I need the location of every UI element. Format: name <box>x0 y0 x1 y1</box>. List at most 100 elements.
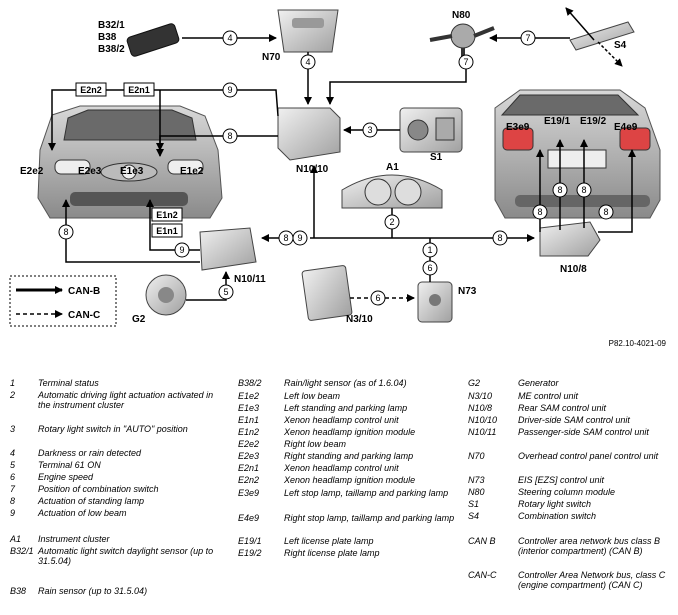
legend-key: G2 <box>468 378 481 388</box>
signal-8-marker-bus: 8 <box>492 230 508 246</box>
eis-control-unit-picture <box>417 281 453 323</box>
label-b38: B38 <box>98 32 117 43</box>
label-b38-2: B38/2 <box>98 44 125 55</box>
box-e1n1: E1n1 <box>151 223 183 238</box>
legend-description: Right stop lamp, taillamp and parking la… <box>284 513 455 523</box>
legend-description: Xenon headlamp control unit <box>284 415 399 425</box>
legend-key: CAN B <box>468 536 496 546</box>
legend-description: Right standing and parking lamp <box>284 451 414 461</box>
label-n10-8: N10/8 <box>560 264 587 275</box>
legend-row: N70 Overhead control panel control unit <box>468 451 672 461</box>
legend-key: E1e2 <box>238 391 260 401</box>
legend-key: E3e9 <box>238 488 260 498</box>
combination-switch-picture <box>565 7 635 67</box>
legend-key: 6 <box>10 472 16 482</box>
signal-8-rear-3: 8 <box>576 182 592 198</box>
legend-description: Rear SAM control unit <box>518 403 607 413</box>
legend-key: CAN-C <box>468 570 497 580</box>
legend-key: S4 <box>468 511 480 521</box>
component-labels: B32/1 B38 B38/2 N70 N80 S4 N10/10 S1 A1 … <box>20 10 638 325</box>
svg-text:8: 8 <box>603 207 608 217</box>
legend-description: Driver-side SAM control unit <box>518 415 630 425</box>
svg-text:8: 8 <box>63 227 68 237</box>
svg-text:6: 6 <box>375 293 380 303</box>
legend-key: E19/2 <box>238 548 262 558</box>
legend-key: 2 <box>10 390 16 400</box>
svg-text:3: 3 <box>367 125 372 135</box>
legend-row: E2e3 Right standing and parking lamp <box>238 451 464 461</box>
legend-description: Passenger-side SAM control unit <box>518 427 649 437</box>
signal-6-marker: 6 <box>422 260 438 276</box>
svg-text:8: 8 <box>227 131 232 141</box>
instrument-cluster-picture <box>341 174 443 209</box>
legend-row: N10/10 Driver-side SAM control unit <box>468 415 672 425</box>
legend-row: G2 Generator <box>468 378 672 388</box>
label-n10-10: N10/10 <box>296 164 329 175</box>
rear-car-picture <box>494 89 661 219</box>
signal-6-marker-b: 6 <box>370 290 386 306</box>
legend-description: Rain sensor (up to 31.5.04) <box>38 586 148 596</box>
passenger-sam-picture <box>199 227 257 271</box>
legend-description: Overhead control panel control unit <box>518 451 659 461</box>
legend-key: 4 <box>10 448 16 458</box>
signal-8-rear-2: 8 <box>552 182 568 198</box>
svg-text:8: 8 <box>557 185 562 195</box>
signal-1-marker: 1 <box>422 242 438 258</box>
legend-key: B38 <box>10 586 27 596</box>
signal-9-marker-left: 9 <box>292 230 308 246</box>
legend-description: Right license plate lamp <box>284 548 380 558</box>
legend-description: Rain/light sensor (as of 1.6.04) <box>284 378 407 388</box>
legend-description: Generator <box>518 378 559 388</box>
legend-description: Right low beam <box>284 439 347 449</box>
legend-description: Instrument cluster <box>38 534 110 544</box>
front-car-picture <box>37 105 223 219</box>
legend-description: Steering column module <box>518 487 616 497</box>
svg-text:E2n1: E2n1 <box>128 85 150 95</box>
label-s4: S4 <box>614 40 627 51</box>
label-e19-1: E19/1 <box>544 116 571 127</box>
legend-key: 1 <box>10 378 16 388</box>
svg-text:9: 9 <box>227 85 232 95</box>
legend-key: E4e9 <box>238 513 260 523</box>
svg-text:5: 5 <box>223 287 228 297</box>
svg-text:7: 7 <box>525 33 530 43</box>
svg-text:2: 2 <box>389 217 394 227</box>
signal-7-marker: 7 <box>520 30 536 46</box>
label-e1e3: E1e3 <box>120 166 144 177</box>
signal-9-marker: 9 <box>222 82 238 98</box>
can-b-legend-label: CAN-B <box>68 286 100 297</box>
legend-key: N70 <box>468 451 485 461</box>
legend-description: Controller Area Network bus, class C (en… <box>518 570 666 590</box>
legend-description: Left stop lamp, taillamp and parking lam… <box>284 488 449 498</box>
legend-description: Terminal status <box>38 378 99 388</box>
steering-column-module-picture <box>429 23 495 58</box>
boxed-labels: E2n2 E2n1 E1n2 E1n1 <box>75 82 183 238</box>
legend-key: N3/10 <box>468 391 493 401</box>
legend-key: N73 <box>468 475 485 485</box>
legend-description: Darkness or rain detected <box>38 448 142 458</box>
svg-text:E2n2: E2n2 <box>80 85 102 95</box>
label-e2e2: E2e2 <box>20 166 44 177</box>
legend-key: N10/10 <box>468 415 498 425</box>
svg-text:E1n1: E1n1 <box>156 226 178 236</box>
legend-row: E3e9 Left stop lamp, taillamp and parking… <box>238 488 464 498</box>
legend-description: EIS [EZS] control unit <box>518 475 605 485</box>
label-n70: N70 <box>262 52 281 63</box>
legend-key: E2e3 <box>238 451 260 461</box>
signal-9-marker-n1011: 9 <box>174 242 190 258</box>
signal-3-marker: 3 <box>362 122 378 138</box>
signal-8-rear-4: 8 <box>598 204 614 220</box>
signal-8-rear-1: 8 <box>532 204 548 220</box>
